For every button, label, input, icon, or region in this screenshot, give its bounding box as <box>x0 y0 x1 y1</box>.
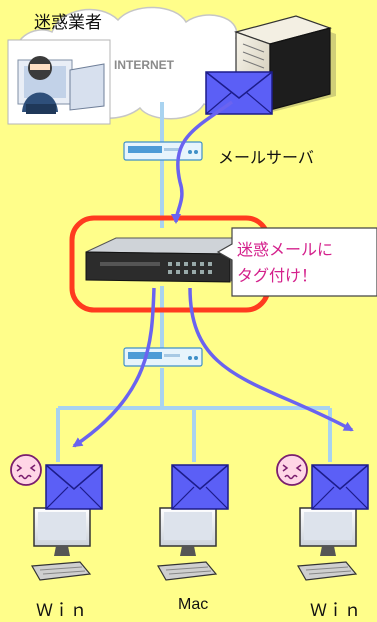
desktop-computer-icon <box>31 507 92 581</box>
arrow-server-to-appliance <box>171 100 234 224</box>
network-hub-icon <box>123 141 203 161</box>
annoyed-face-icon <box>10 454 42 486</box>
callout-line-2: タグ付け！ <box>237 266 318 285</box>
spammer-label: 迷惑業者 <box>34 13 102 33</box>
client-win-left <box>10 454 103 581</box>
network-lines <box>56 102 332 462</box>
client-mac <box>157 464 229 581</box>
client-win-right <box>276 454 369 581</box>
client-right-label: Ｗｉｎ <box>310 601 361 621</box>
envelope-icon <box>205 71 273 115</box>
callout-line-1: 迷惑メールに <box>237 240 334 259</box>
internet-label: INTERNET <box>114 58 174 72</box>
callout-bubble <box>216 227 377 297</box>
mail-server-label: メールサーバ <box>218 148 314 167</box>
arrow-appliance-to-win-right <box>188 287 354 432</box>
client-middle-label: Mac <box>178 596 209 613</box>
client-left-label: Ｗｉｎ <box>36 601 87 621</box>
mail-flow-arrows <box>72 100 354 448</box>
desktop-computer-icon <box>157 507 218 581</box>
envelope-icon <box>171 464 229 510</box>
desktop-computer-icon <box>297 507 358 581</box>
envelope-icon <box>311 464 369 510</box>
annoyed-face-icon <box>276 454 308 486</box>
arrow-appliance-to-win-left <box>72 287 156 448</box>
person-at-computer-icon <box>7 39 111 125</box>
envelope-icon <box>45 464 103 510</box>
network-hub-icon <box>123 347 203 367</box>
